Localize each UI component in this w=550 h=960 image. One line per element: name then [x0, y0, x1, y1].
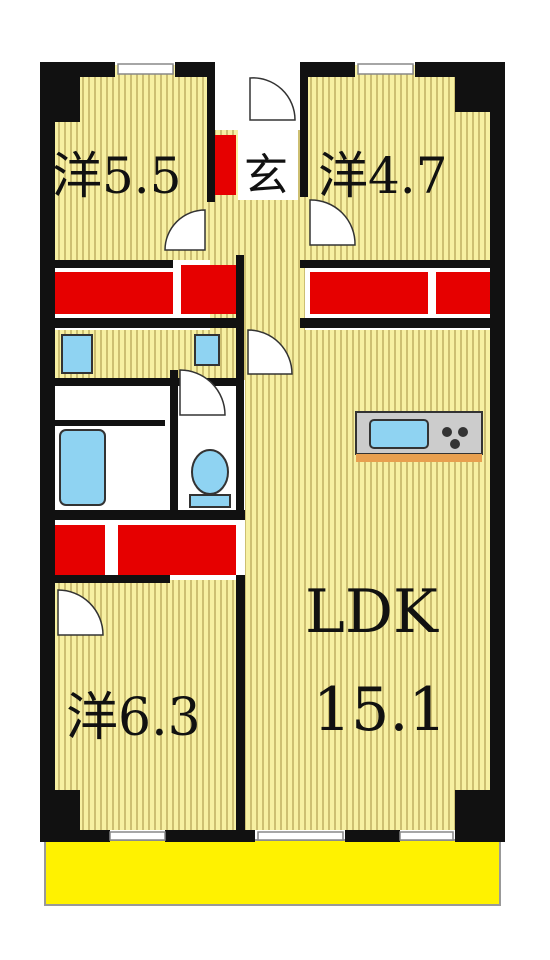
- room-western-5-5-size: 5.5: [102, 147, 182, 205]
- walls: [40, 62, 505, 842]
- toilet-tank: [189, 494, 231, 508]
- entrance-label: 玄: [244, 150, 288, 201]
- fixtures: [59, 334, 483, 508]
- door-swing: [179, 369, 226, 416]
- balcony: [44, 839, 501, 906]
- washbasin: [61, 334, 93, 374]
- door-swing: [247, 329, 293, 375]
- doors: [57, 77, 356, 636]
- closet: [55, 525, 105, 575]
- room-western-6-3-size: 6.3: [118, 688, 201, 748]
- room-ldk-size: 15.1: [313, 675, 447, 745]
- stove-burner: [442, 427, 452, 437]
- closet: [118, 525, 236, 575]
- closet: [55, 272, 173, 314]
- room-western-5-5-kanji: 洋: [52, 147, 102, 205]
- bathtub: [59, 429, 106, 506]
- door-swing: [249, 77, 296, 121]
- entrance-floor: [238, 130, 298, 200]
- room-ldk-name: LDK: [305, 577, 439, 647]
- room-western-4-7-kanji: 洋: [318, 147, 368, 205]
- room-western-6-3-kanji: 洋: [66, 688, 118, 748]
- shoe-closet: [214, 135, 236, 195]
- kitchen-backsplash: [356, 454, 482, 462]
- door-swing: [309, 199, 356, 246]
- closet: [436, 272, 491, 314]
- room-labels: 洋 5.5 玄 洋 4.7 LDK 15.1 洋 6.3: [52, 147, 448, 748]
- stove-burner: [458, 427, 468, 437]
- toilet-bowl: [191, 449, 229, 495]
- closet: [310, 272, 428, 314]
- kitchen-sink: [369, 419, 429, 449]
- stove-burner: [450, 439, 460, 449]
- door-swing: [57, 589, 104, 636]
- room-western-4-7-size: 4.7: [368, 147, 448, 205]
- closet: [181, 265, 236, 314]
- door-swing: [164, 209, 206, 251]
- windows: [109, 63, 454, 841]
- washing-machine-pan: [194, 334, 220, 366]
- closets: [55, 135, 491, 575]
